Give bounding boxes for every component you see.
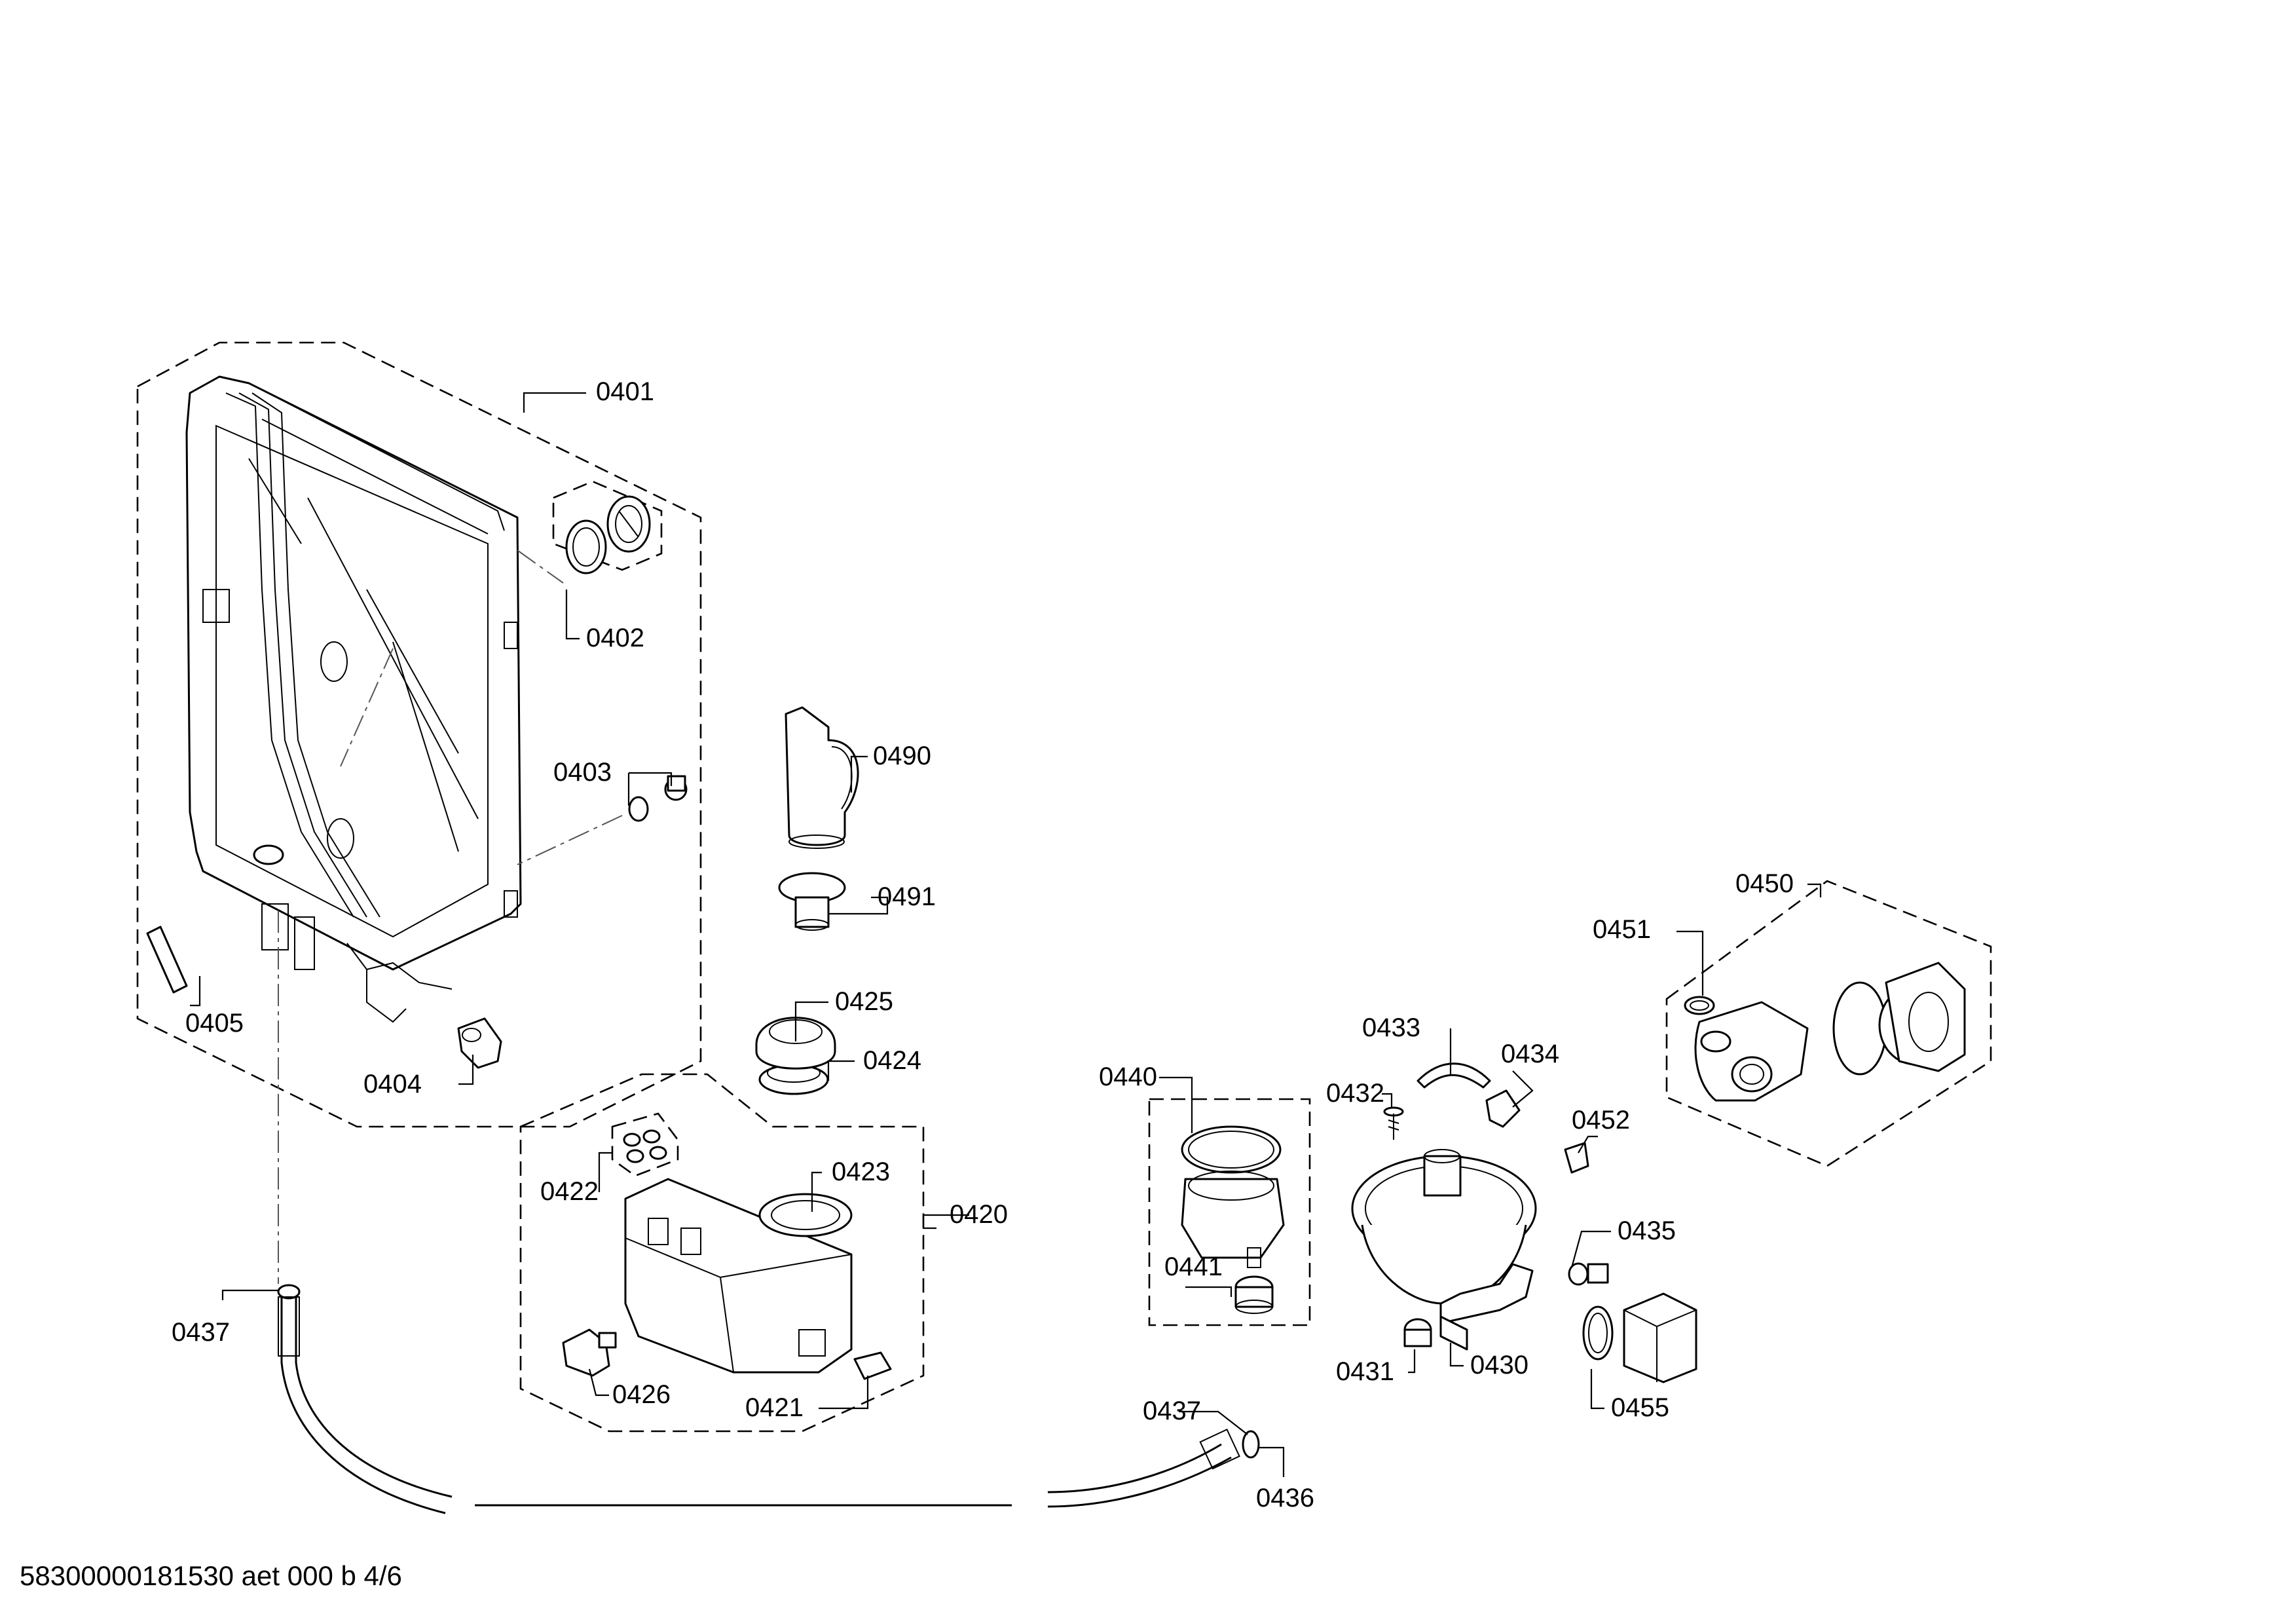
label-0402: 0402	[586, 624, 644, 652]
valve-part	[562, 1328, 617, 1377]
label-0455: 0455	[1611, 1393, 1669, 1422]
label-0440: 0440	[1099, 1062, 1157, 1091]
salt-cap-part	[778, 872, 846, 931]
sensor-part	[1568, 1262, 1609, 1286]
heat-pump-part	[1694, 962, 1966, 1102]
group-outline-water-softener	[519, 1073, 925, 1433]
label-0426: 0426	[612, 1380, 671, 1409]
label-0430: 0430	[1470, 1351, 1528, 1379]
label-0435: 0435	[1618, 1216, 1676, 1245]
leader-lines	[190, 392, 1822, 1477]
label-0490: 0490	[873, 741, 931, 770]
hose-clamp-part	[1684, 996, 1715, 1015]
sump-part	[1351, 1149, 1537, 1351]
salt-funnel-part	[785, 706, 859, 849]
lever-part	[1564, 1142, 1589, 1174]
label-0422: 0422	[540, 1177, 599, 1206]
label-0424: 0424	[863, 1046, 921, 1075]
label-0436: 0436	[1256, 1484, 1314, 1512]
label-0420: 0420	[950, 1200, 1008, 1229]
drain-pump-part	[1582, 1292, 1697, 1383]
clamp-part	[853, 1351, 892, 1380]
clip-part	[146, 926, 188, 994]
latch-part	[1485, 1089, 1521, 1128]
label-0423: 0423	[832, 1157, 890, 1186]
connecting-hose-part	[277, 1284, 1260, 1514]
label-0450: 0450	[1735, 869, 1794, 898]
group-outline-base-frame	[136, 341, 702, 1128]
seal-rings-part	[552, 480, 663, 574]
label-0405: 0405	[185, 1009, 244, 1038]
flap-part	[1416, 1062, 1491, 1089]
group-outline-spray-arm-hub	[1148, 1098, 1311, 1326]
label-0451: 0451	[1593, 915, 1651, 944]
salt-container-cap-part	[755, 1017, 836, 1095]
screw-part	[1383, 1106, 1404, 1140]
water-softener-part	[624, 1178, 853, 1374]
label-0431: 0431	[1336, 1357, 1394, 1386]
screen-filter-part	[1403, 1318, 1432, 1347]
label-0441: 0441	[1164, 1252, 1223, 1281]
base-frame-part	[185, 375, 564, 1023]
document-id-footer: 58300000181530 aet 000 b 4/6	[20, 1560, 402, 1591]
label-0437-left: 0437	[172, 1318, 230, 1347]
label-0452: 0452	[1572, 1106, 1630, 1135]
label-0403: 0403	[553, 758, 612, 787]
label-0404: 0404	[363, 1070, 422, 1098]
spray-arm-hub-part	[1181, 1125, 1285, 1268]
seal-kit-part	[611, 1112, 679, 1177]
sensor-plug-part	[457, 1017, 502, 1069]
label-0434: 0434	[1501, 1040, 1559, 1068]
drain-fitting-part	[517, 775, 688, 865]
label-0421: 0421	[745, 1393, 804, 1422]
label-0425: 0425	[835, 987, 893, 1016]
label-0401: 0401	[596, 377, 654, 406]
label-0432: 0432	[1326, 1079, 1384, 1108]
label-0491: 0491	[878, 882, 936, 911]
rotor-part	[1234, 1275, 1274, 1314]
group-outline-heat-pump	[1665, 880, 1992, 1167]
label-0433: 0433	[1362, 1013, 1420, 1042]
label-0437-right: 0437	[1143, 1397, 1201, 1425]
